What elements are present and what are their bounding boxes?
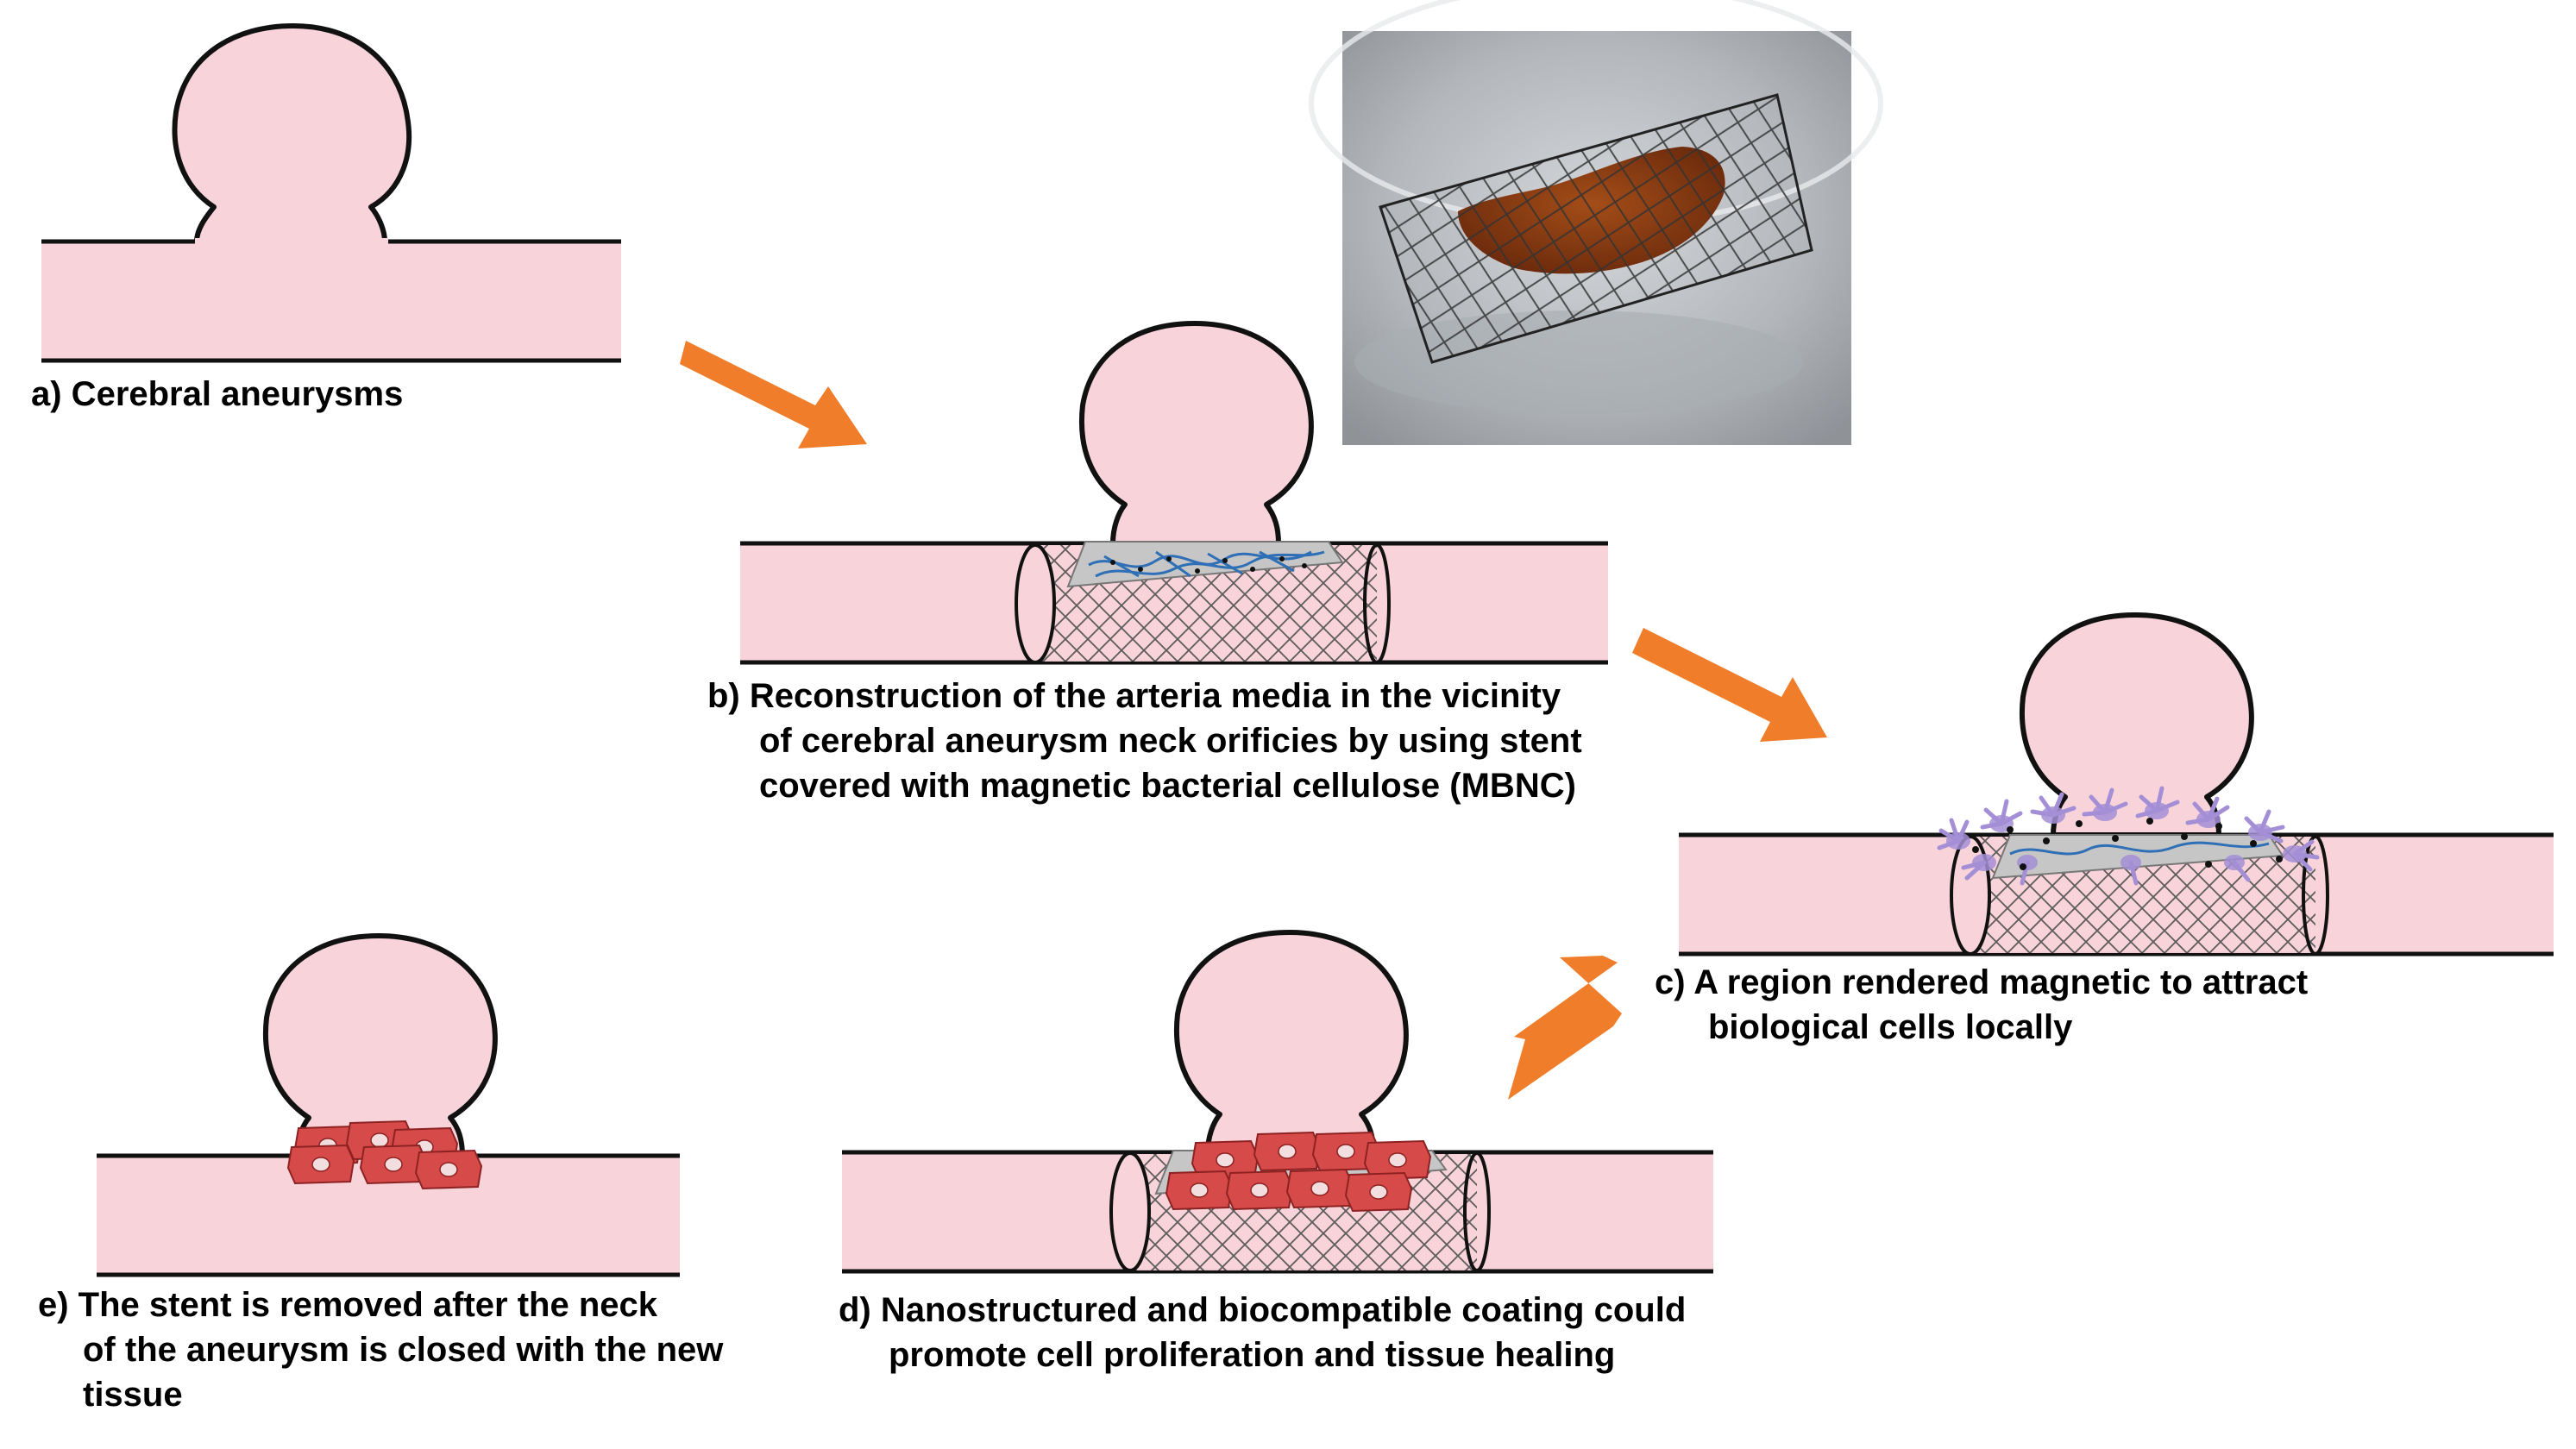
panel-b-stent-right-end [1363,543,1391,664]
panel-b-fibers [1088,550,1325,578]
orange-arrow-icon [1508,956,1622,1100]
caption-c: c) A region rendered magnetic to attract… [1655,963,2317,1046]
panel-d-cells [1165,1132,1431,1212]
stent-photo-image [1309,0,1883,445]
panel-a-aneurysm: a) Cerebral aneurysms [31,23,621,413]
caption-a: a) Cerebral aneurysms [31,375,403,413]
panel-b-stent-left-end [1015,543,1056,664]
panel-e-healed-vessel: e) The stent is removed after the neck o… [38,933,733,1414]
caption-d: d) Nanostructured and biocompatible coat… [839,1291,1695,1374]
caption-b: b) Reconstruction of the arteria media i… [707,677,1592,805]
panel-b-magnetic-particles [1110,556,1307,574]
panel-b-sac [1078,321,1314,546]
caption-e: e) The stent is removed after the neck o… [38,1286,733,1414]
panel-c-magnetic-region: c) A region rendered magnetic to attract… [1655,612,2554,1046]
orange-arrow-icon [680,341,867,448]
orange-arrow-icon [1632,628,1827,742]
panel-b-stent-mbnc: b) Reconstruction of the arteria media i… [707,321,1608,805]
panel-c-sac [2019,612,2254,837]
panel-e-new-tissue-cells [287,1120,482,1189]
panel-d-sac [1173,930,1409,1155]
panel-d-cell-proliferation: d) Nanostructured and biocompatible coat… [839,930,1713,1374]
panel-e-sac [262,933,498,1158]
panel-a-sac [172,23,412,244]
panel-a-vessel [41,242,621,361]
